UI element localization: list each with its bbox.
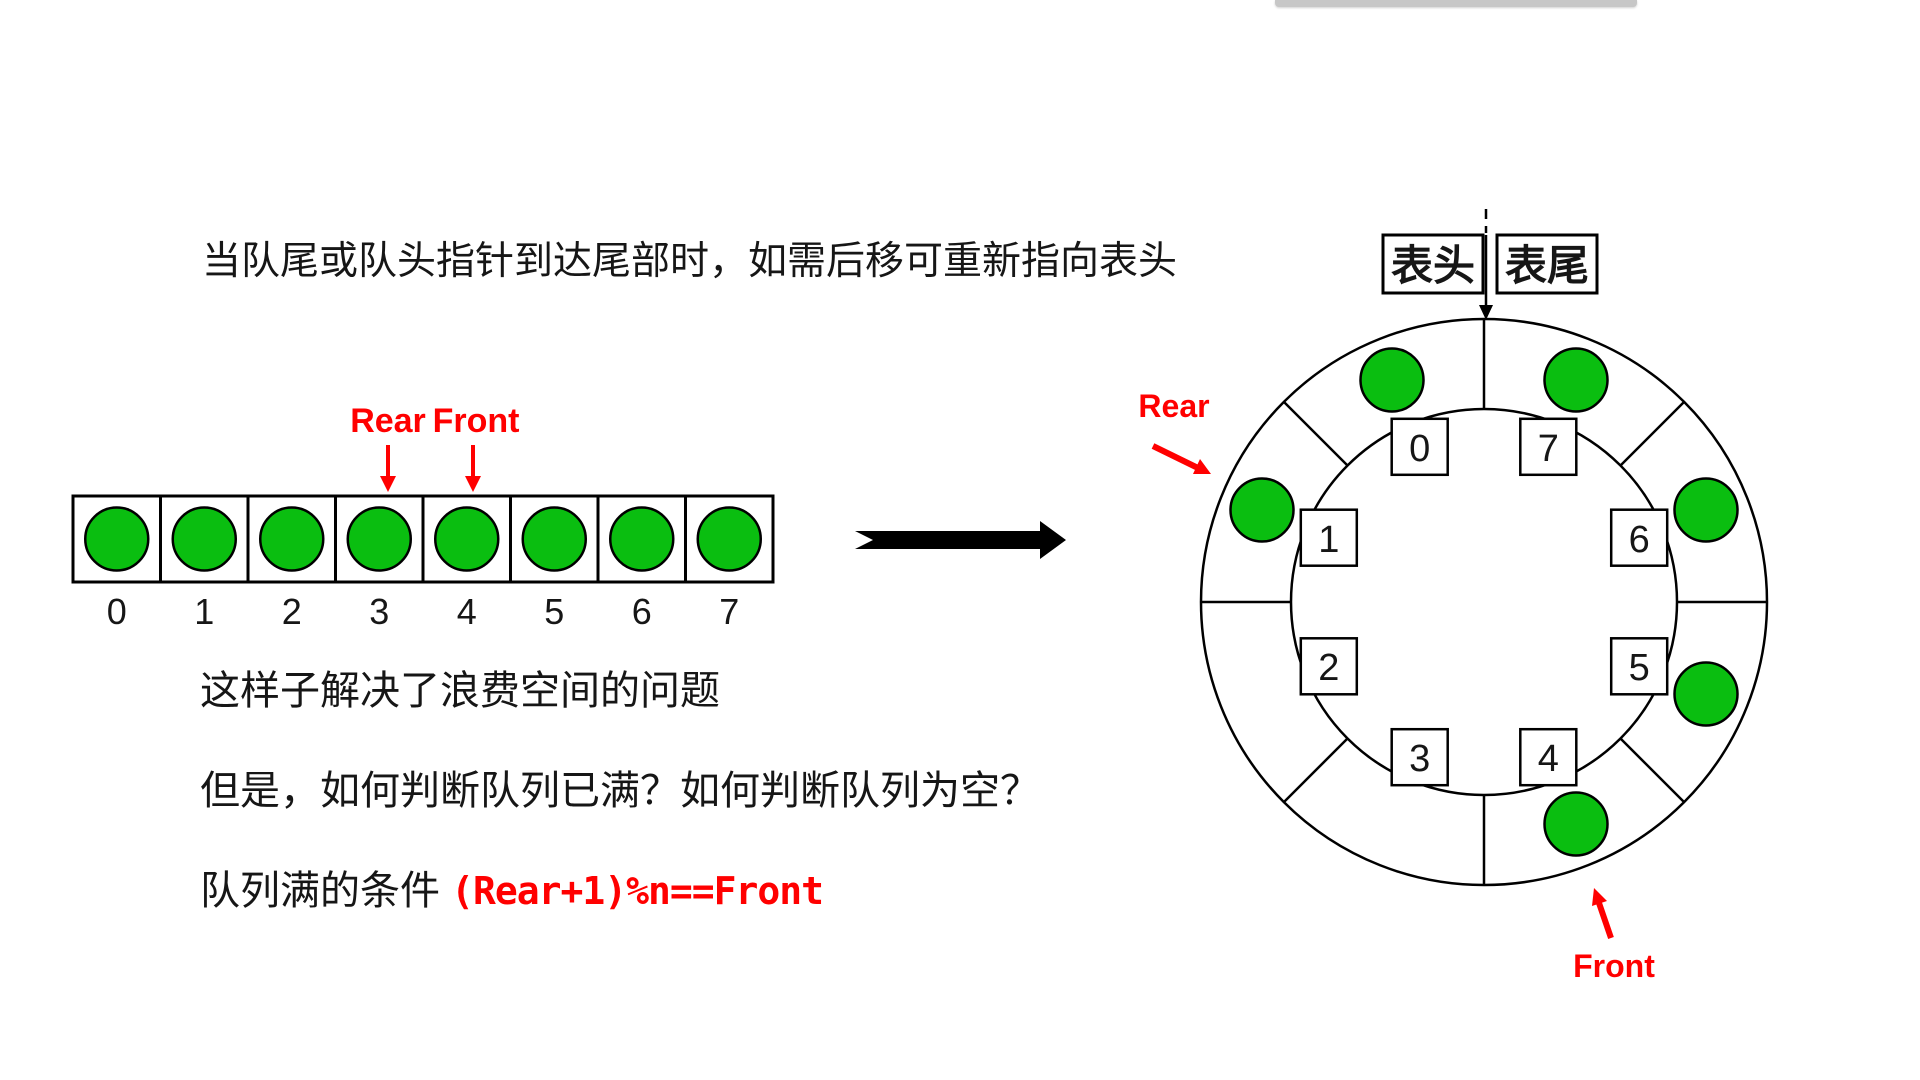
ring-front-arrow-icon	[1592, 888, 1614, 939]
ring-slot-circle-0	[1359, 347, 1425, 413]
array-index-3: 3	[369, 591, 389, 632]
pointer-arrowhead-icon	[1479, 305, 1493, 320]
array-index-6: 6	[632, 591, 652, 632]
big-right-arrow-icon	[855, 521, 1066, 559]
ring-inner-circle	[1289, 407, 1679, 797]
ring-divider-ne	[1619, 401, 1685, 467]
array-index-5: 5	[544, 591, 564, 632]
slot-number-7: 7	[1538, 428, 1559, 470]
array-rear-label: Rear	[350, 402, 426, 440]
ring-rear-label: Rear	[1138, 388, 1209, 424]
slot-number-1: 1	[1318, 519, 1339, 561]
ring-divider-nw	[1283, 401, 1349, 467]
array-index-0: 0	[107, 591, 127, 632]
rear-down-arrow-icon	[380, 445, 396, 492]
ring-divider-sw	[1283, 737, 1349, 803]
tail-cell-label: 表尾	[1505, 242, 1589, 289]
slot-number-box-1	[1299, 508, 1359, 567]
head-tail-box: 表头 表尾	[1381, 209, 1599, 320]
slot-number-5: 5	[1629, 647, 1650, 689]
ring-rear-arrow-icon	[1151, 443, 1211, 474]
array-slot-circle-5	[521, 506, 587, 572]
slot-number-box-5	[1609, 637, 1669, 696]
array-slot-circle-3	[346, 506, 412, 572]
front-down-arrow-icon	[465, 445, 481, 492]
ring-slot-circle-4	[1543, 791, 1609, 857]
array-index-2: 2	[282, 591, 302, 632]
array-slot-circle-0	[84, 506, 150, 572]
slot-number-box-6	[1609, 508, 1669, 567]
note-line-2: 但是，如何判断队列已满？如何判断队列为空？	[200, 769, 1040, 813]
array-front-label: Front	[433, 402, 520, 440]
head-cell-label: 表头	[1391, 242, 1475, 289]
ring-divider-se	[1619, 737, 1685, 803]
ring-slot-circle-7	[1543, 347, 1609, 413]
top-gray-bar	[1275, 0, 1637, 7]
tail-cell	[1495, 233, 1599, 295]
array-index-4: 4	[457, 591, 477, 632]
array-slot-circle-4	[434, 506, 500, 572]
slot-number-box-4	[1519, 727, 1578, 787]
ring-front-label: Front	[1573, 948, 1655, 984]
slot-number-box-3	[1390, 727, 1449, 787]
slot-number-box-2	[1299, 637, 1359, 696]
array-index-7: 7	[719, 591, 739, 632]
slot-number-4: 4	[1538, 738, 1559, 780]
circular-queue-diagram: 表头 表尾	[1138, 209, 1769, 984]
linear-array-diagram: Rear Front	[71, 402, 775, 632]
array-slot-circle-1	[171, 506, 237, 572]
ring-slot-circle-6	[1673, 477, 1739, 543]
full-condition-prefix: 队列满的条件	[200, 869, 452, 913]
array-slot-circle-6	[609, 506, 675, 572]
slot-number-3: 3	[1409, 738, 1430, 780]
ring-slot-circle-1	[1229, 477, 1295, 543]
slot-number-box-0	[1390, 417, 1449, 477]
head-cell	[1381, 233, 1485, 295]
slot-number-0: 0	[1409, 428, 1430, 470]
ring-slot-circle-5	[1673, 661, 1739, 727]
slot-number-6: 6	[1629, 519, 1650, 561]
array-slot-circle-2	[259, 506, 325, 572]
array-slot-circle-7	[696, 506, 762, 572]
slot-number-2: 2	[1318, 647, 1339, 689]
slide-title: 当队尾或队头指针到达尾部时，如需后移可重新指向表头	[202, 240, 1178, 283]
array-index-1: 1	[194, 591, 214, 632]
full-condition-formula: (Rear+1)%n==Front	[451, 869, 824, 913]
note-line-1: 这样子解决了浪费空间的问题	[200, 669, 720, 713]
slot-number-box-7	[1519, 417, 1578, 477]
note-line-3: 队列满的条件 (Rear+1)%n==Front	[200, 868, 824, 914]
